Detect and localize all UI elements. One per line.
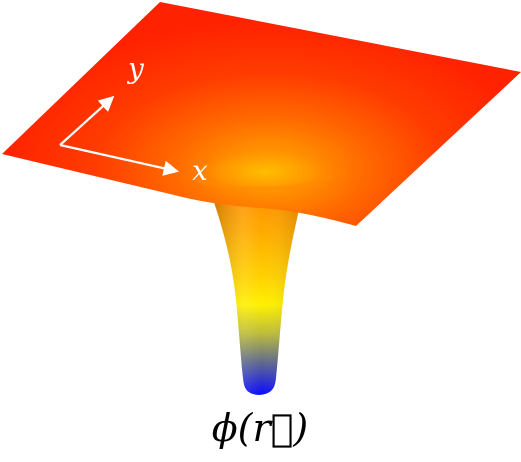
coordinate-axes: y x bbox=[59, 52, 208, 187]
y-axis-label: y bbox=[126, 52, 145, 85]
x-axis-arrow bbox=[59, 143, 180, 176]
y-axis-arrow bbox=[59, 95, 115, 146]
funnel-mouth bbox=[188, 148, 348, 192]
potential-surface bbox=[2, 2, 521, 226]
x-axis-label: x bbox=[192, 154, 208, 187]
potential-caption: ϕ(r⃗) bbox=[212, 406, 309, 450]
potential-well-stem bbox=[212, 196, 302, 395]
